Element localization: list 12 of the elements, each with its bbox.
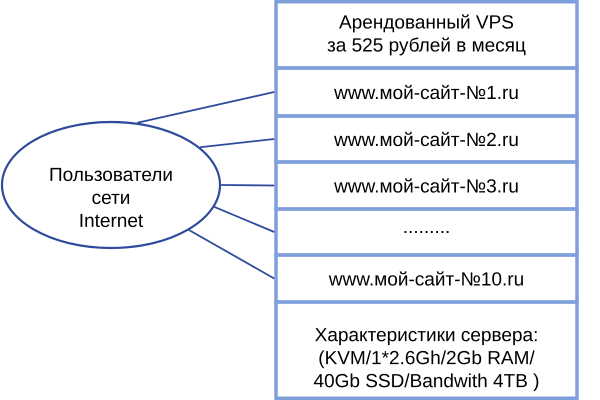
title-box: Арендованный VPS за 525 рублей в месяц: [274, 0, 579, 70]
connector-line: [188, 229, 275, 280]
connector-line: [137, 91, 274, 124]
site-box: www.мой-сайт-№1.ru: [274, 66, 579, 118]
connector-line: [221, 184, 274, 186]
connector-line: [214, 206, 275, 233]
specs-box: Характеристики сервера: (KVM/1*2.6Gh/2Gb RAM/ 40Gb SSD/Bandwith 4TB ): [274, 300, 579, 400]
site-box: www.мой-сайт-№10.ru: [274, 253, 579, 304]
connector-line: [200, 138, 274, 148]
ellipsis-box: .........: [274, 207, 579, 257]
site-box: www.мой-сайт-№3.ru: [274, 160, 579, 211]
site-box: www.мой-сайт-№2.ru: [274, 114, 579, 164]
